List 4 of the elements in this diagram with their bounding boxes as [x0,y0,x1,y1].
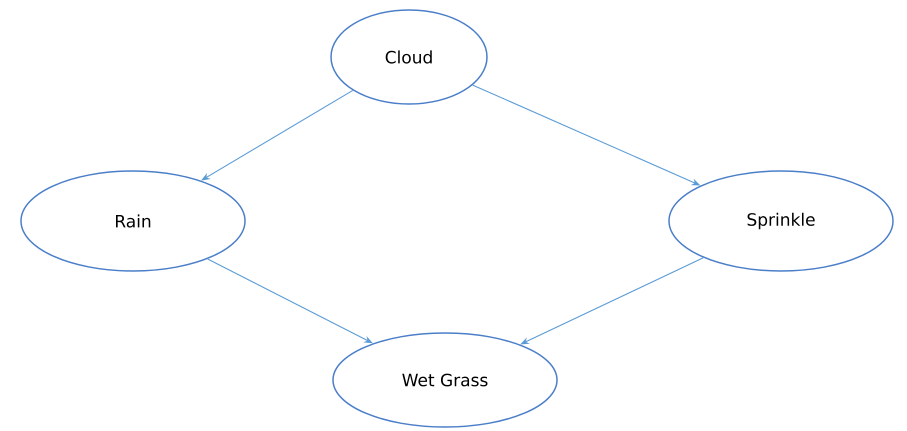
ellipse-node: Sprinkle [668,170,894,272]
ellipse-node: Cloud [330,9,488,105]
ellipse-node: Rain [20,170,246,272]
ellipse-node: Wet Grass [332,332,558,428]
